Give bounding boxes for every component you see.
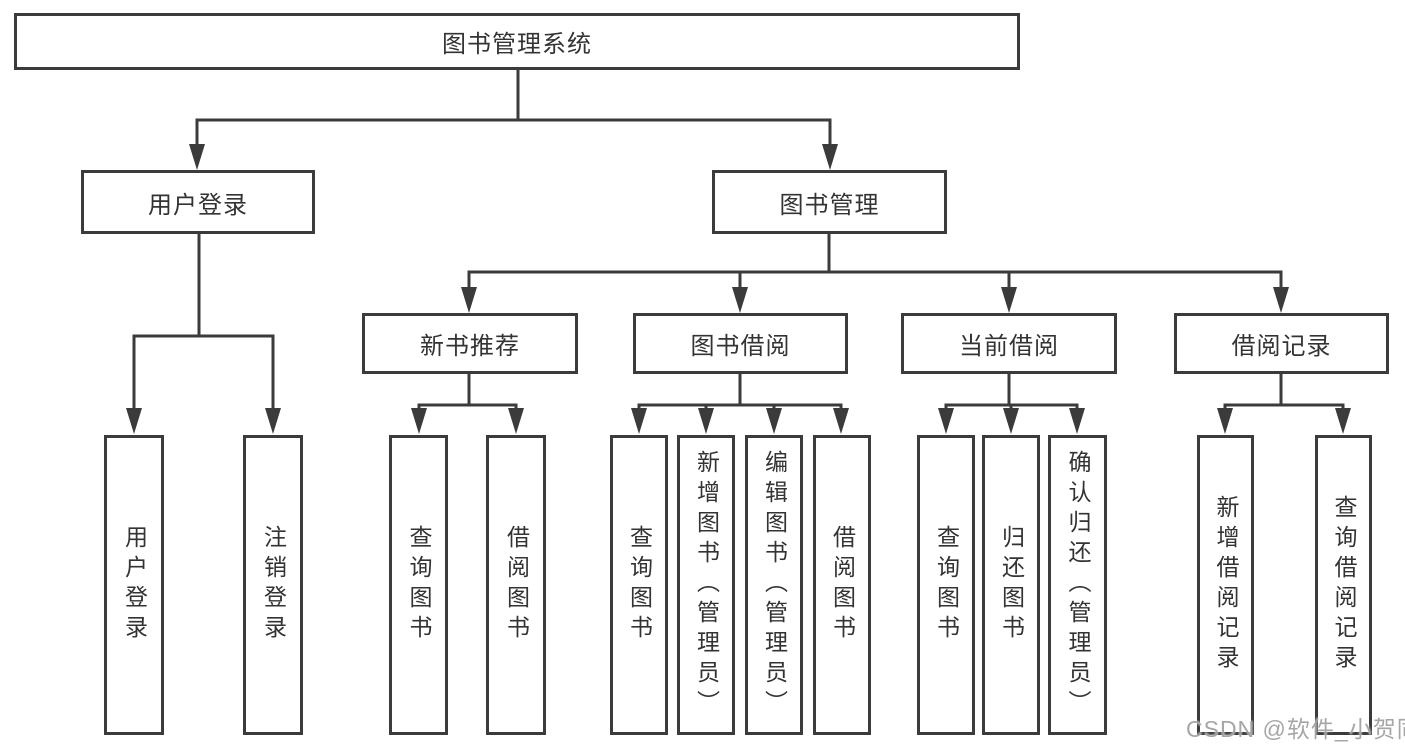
node-label: 新增借阅记录 [1213, 495, 1239, 675]
arrow-down-icon [698, 408, 714, 434]
node-book-management: 图书管理 [712, 170, 947, 234]
arrowheads [126, 144, 1351, 434]
node-label: 查询图书 [406, 525, 432, 645]
node-borrow-records: 借阅记录 [1174, 313, 1389, 374]
node-label: 归还图书 [998, 525, 1025, 645]
node-label: 当前借阅 [959, 333, 1059, 360]
leaf-query-books-borrow: 查询图书 [610, 435, 668, 735]
arrow-down-icon [508, 408, 524, 434]
node-book-borrow: 图书借阅 [633, 313, 848, 374]
arrow-down-icon [1003, 408, 1019, 434]
arrow-down-icon [1217, 408, 1233, 434]
arrow-down-icon [411, 408, 427, 434]
arrow-down-icon [766, 408, 782, 434]
node-label: 新书推荐 [420, 333, 520, 360]
node-label: 借阅图书 [829, 525, 856, 645]
node-label: 查询图书 [933, 525, 960, 645]
node-label: 图书管理系统 [442, 31, 592, 58]
arrow-down-icon [1001, 287, 1017, 313]
arrow-down-icon [1069, 408, 1085, 434]
leaf-add-books-admin: 新增图书（管理员） [677, 435, 735, 735]
node-label: 图书借阅 [690, 333, 791, 360]
leaf-add-borrow-record: 新增借阅记录 [1197, 435, 1254, 735]
node-label: 编辑图书（管理员） [761, 450, 788, 720]
node-label: 借阅图书 [503, 525, 530, 645]
arrow-down-icon [265, 408, 281, 434]
arrow-down-icon [833, 408, 849, 434]
node-label: 用户登录 [121, 525, 148, 645]
leaf-query-borrow-record: 查询借阅记录 [1315, 435, 1372, 735]
node-new-book-recommend: 新书推荐 [362, 313, 578, 374]
leaf-query-books-current: 查询图书 [917, 435, 975, 735]
arrow-down-icon [1335, 408, 1351, 434]
node-current-borrow: 当前借阅 [901, 313, 1117, 374]
arrow-down-icon [938, 408, 954, 434]
node-label: 查询图书 [626, 525, 653, 645]
node-label: 用户登录 [148, 191, 248, 219]
leaf-logout: 注销登录 [243, 435, 303, 735]
node-label: 图书管理 [779, 191, 880, 219]
node-label: 确认归还（管理员） [1065, 450, 1091, 720]
node-label: 查询借阅记录 [1331, 495, 1357, 675]
node-library-management-system: 图书管理系统 [14, 13, 1020, 70]
leaf-user-login: 用户登录 [104, 435, 164, 735]
leaf-edit-books-admin: 编辑图书（管理员） [745, 435, 803, 735]
leaf-borrow-books: 借阅图书 [813, 435, 871, 735]
node-label: 注销登录 [260, 525, 287, 645]
csdn-watermark: CSDN @软件_小贺同学 [1186, 716, 1405, 742]
leaf-query-books-recommend: 查询图书 [389, 435, 448, 735]
arrow-down-icon [732, 287, 748, 313]
node-user-login: 用户登录 [81, 170, 315, 234]
node-label: 借阅记录 [1231, 333, 1332, 360]
leaf-return-books: 归还图书 [982, 435, 1040, 735]
arrow-down-icon [189, 144, 205, 170]
leaf-confirm-return-admin: 确认归还（管理员） [1048, 435, 1107, 735]
node-label: 新增图书（管理员） [693, 450, 720, 720]
leaf-borrow-books-recommend: 借阅图书 [486, 435, 546, 735]
arrow-down-icon [631, 408, 647, 434]
arrow-down-icon [822, 144, 838, 170]
arrow-down-icon [1273, 287, 1289, 313]
arrow-down-icon [461, 287, 477, 313]
arrow-down-icon [126, 408, 142, 434]
